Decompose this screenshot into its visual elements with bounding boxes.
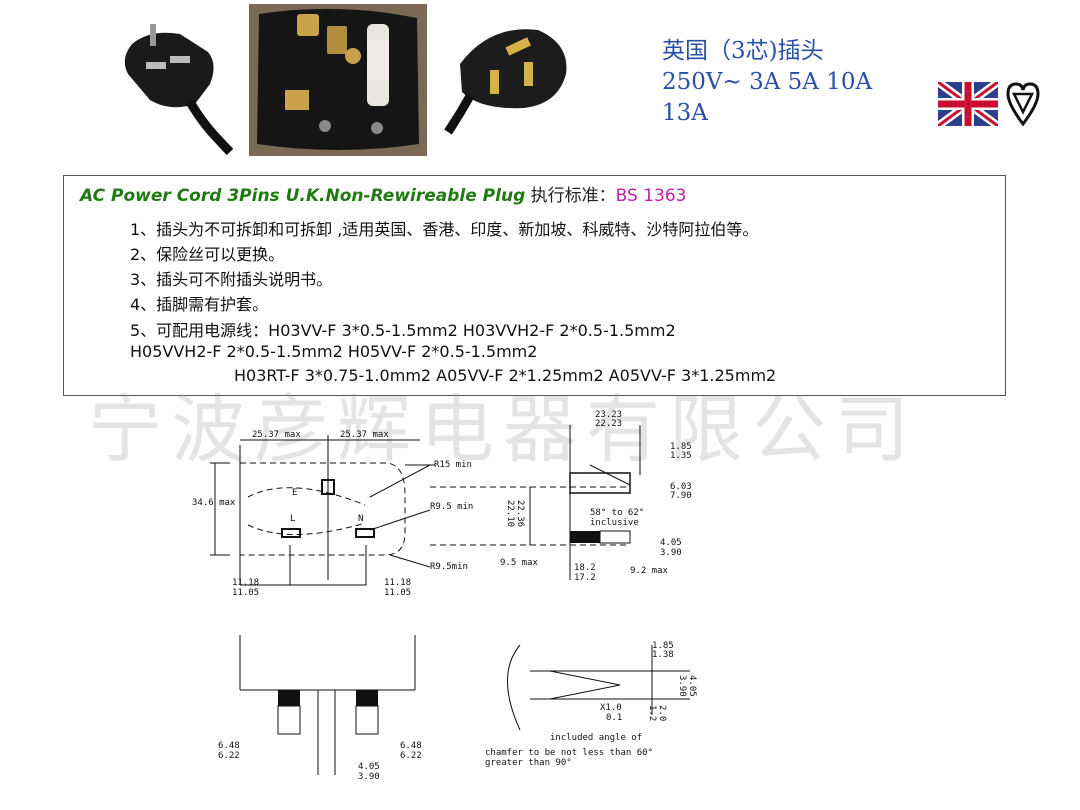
spec-standard-label: 执行标准：	[530, 186, 616, 206]
spec-item-5: 5、可配用电源线：H03VV-F 3*0.5-1.5mm2 H03VVH2-F …	[130, 321, 676, 340]
spec-item-2: 2、保险丝可以更换。	[130, 245, 285, 264]
dim-2-0: 2.0	[657, 705, 667, 721]
label-r9-5-b: R9.5min	[430, 562, 468, 572]
dim-9-5-max: 9.5 max	[500, 558, 539, 568]
label-chamfer-2: greater than 90°	[485, 758, 572, 768]
dim-1-85-b: 1.85	[652, 641, 674, 651]
dim-1-2: 1.2	[647, 705, 657, 721]
earth-pin-slot	[321, 479, 335, 495]
spec-box: AC Power Cord 3Pins U.K.Non-Rewireable P…	[63, 175, 1006, 396]
spec-item-4: 4、插脚需有护套。	[130, 295, 269, 314]
dim-11-18-b: 11.18	[384, 578, 411, 588]
dim-6-03: 6.03	[670, 482, 692, 492]
spec-item-1: 1、插头为不可拆卸和可拆卸 ,适用英国、香港、印度、新加坡、科威特、沙特阿拉伯等…	[130, 220, 759, 239]
spec-title-en: AC Power Cord 3Pins U.K.Non-Rewireable P…	[80, 186, 526, 206]
dim-1-38-b: 1.38	[652, 650, 674, 660]
kitemark-icon	[1006, 82, 1040, 127]
dim-11-05-a: 11.05	[232, 588, 259, 598]
dim-6-48-b: 6.48	[400, 741, 422, 751]
spec-heading: AC Power Cord 3Pins U.K.Non-Rewireable P…	[80, 181, 686, 206]
dim-1-85-a: 1.85	[670, 442, 692, 452]
label-inclusive: inclusive	[590, 518, 639, 528]
dim-3-90-b: 3.90	[358, 772, 380, 782]
dim-22-10: 22.10	[505, 500, 515, 527]
dim-3-90-a: 3.90	[660, 548, 682, 558]
dim-11-18-a: 11.18	[232, 578, 259, 588]
spec-item-5-cont2: H03RT-F 3*0.75-1.0mm2 A05VV-F 2*1.25mm2 …	[234, 366, 777, 385]
spec-item-5-cont1: H05VVH2-F 2*0.5-1.5mm2 H05VV-F 2*0.5-1.5…	[130, 342, 538, 361]
dim-23-23: 23.23	[595, 410, 622, 420]
plug-face-outline	[239, 462, 406, 556]
dim-25-37-right: 25.37 max	[340, 430, 389, 440]
label-included-angle: included angle of	[550, 733, 642, 743]
label-r15: R15 min	[434, 460, 472, 470]
dim-4-05-c: 4.05	[687, 675, 697, 697]
dim-6-22-a: 6.22	[218, 751, 240, 761]
neutral-pin-slot	[355, 528, 375, 538]
dim-25-37-left: 25.37 max	[252, 430, 301, 440]
label-pin-e: E	[292, 488, 297, 498]
label-r9-5-a: R9.5 min	[430, 502, 473, 512]
plug-photo-front	[110, 4, 238, 156]
dim-3-90-c: 3.90	[677, 675, 687, 697]
dim-4-05-a: 4.05	[660, 538, 682, 548]
plug-ratings: 250V~ 3A 5A 10A	[662, 69, 873, 95]
plug-title: 英国（3芯)插头	[662, 38, 824, 64]
dimension-drawing: 25.37 max 25.37 max 34.6 max R15 min R9.…	[192, 410, 697, 782]
label-angle: 58° to 62°	[590, 508, 644, 518]
dim-18-2: 18.2	[574, 563, 596, 573]
dim-22-36: 22.36	[515, 500, 525, 527]
dim-17-2: 17.2	[574, 573, 596, 583]
dim-7-90: 7.90	[670, 491, 692, 501]
plug-title-block: 英国（3芯)插头 250V~ 3A 5A 10A 13A	[662, 36, 872, 129]
dim-1-35-a: 1.35	[670, 451, 692, 461]
dim-6-22-b: 6.22	[400, 751, 422, 761]
plug-photo-pins	[440, 4, 588, 156]
plug-photo-open	[249, 4, 427, 156]
label-chamfer-1: chamfer to be not less than 60°	[485, 748, 653, 758]
plug-ratings-cont: 13A	[662, 100, 708, 126]
dim-4-05-b: 4.05	[358, 762, 380, 772]
label-pin-l: L	[290, 514, 295, 524]
label-pin-n: N	[358, 514, 363, 524]
company-watermark: 宁波彦辉电器有限公司	[88, 387, 918, 473]
spec-item-3: 3、插头可不附插头说明书。	[130, 270, 333, 289]
uk-flag-icon	[938, 82, 998, 126]
spec-standard-code: BS 1363	[615, 186, 687, 206]
dim-x1-0: X1.0	[600, 703, 622, 713]
dim-11-05-b: 11.05	[384, 588, 411, 598]
dim-22-23: 22.23	[595, 419, 622, 429]
dim-0-1: 0.1	[606, 713, 622, 723]
dim-6-48-a: 6.48	[218, 741, 240, 751]
live-pin-slot	[281, 528, 301, 538]
dim-34-6: 34.6 max	[192, 498, 236, 508]
dim-9-2-max: 9.2 max	[630, 566, 669, 576]
